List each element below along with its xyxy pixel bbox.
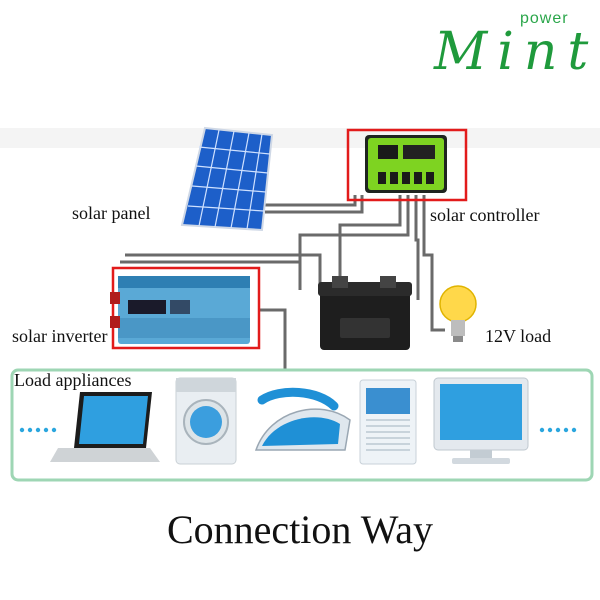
laptop-icon <box>50 392 160 462</box>
solar-inverter-icon <box>110 266 261 350</box>
solar-controller-label: solar controller <box>430 205 540 225</box>
battery-icon <box>318 276 412 350</box>
solar-panel-icon <box>180 126 274 232</box>
load-12v-label: 12V load <box>485 326 552 346</box>
washing-machine-icon <box>175 377 237 465</box>
dotted-lines <box>19 427 577 433</box>
page-title: Connection Way <box>167 507 433 552</box>
load-appliances-label: Load appliances <box>14 370 132 390</box>
wires <box>120 195 445 370</box>
solar-controller-icon <box>346 128 468 202</box>
solar-panel-label: solar panel <box>72 203 151 223</box>
solar-inverter-label: solar inverter <box>12 326 108 346</box>
brand-logo: Mint <box>434 22 599 82</box>
light-bulb-icon <box>439 285 477 342</box>
brand-tagline: power <box>520 10 569 27</box>
monitor-icon <box>433 377 529 464</box>
iron-icon <box>254 387 351 451</box>
air-conditioner-icon <box>359 379 417 465</box>
